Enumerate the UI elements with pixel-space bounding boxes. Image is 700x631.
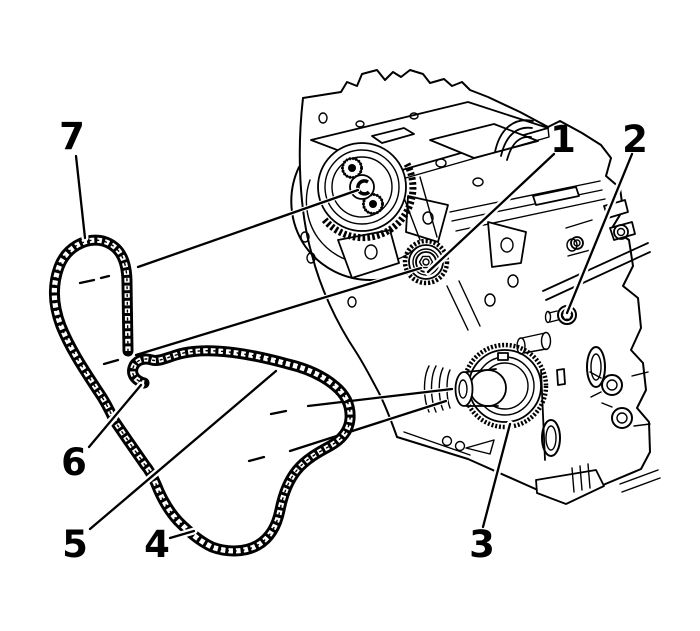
face-hole: [318, 112, 328, 124]
crankshaft-sprocket: [423, 342, 549, 430]
block-right-edge: [547, 120, 651, 486]
block-top-edge: [302, 69, 549, 128]
timing-chain: [48, 234, 356, 557]
stud: [516, 331, 552, 355]
cam-hub: [349, 174, 375, 200]
leader-line-6: [85, 381, 145, 451]
chain-pins: [53, 239, 351, 552]
callout-4-label: 4: [144, 523, 170, 566]
face-hole: [507, 274, 519, 288]
cam-sprocket-teeth: [321, 162, 417, 242]
camshaft-sprocket: [317, 142, 417, 242]
face-hole: [300, 231, 310, 243]
cam-phaser-bolt: [362, 193, 384, 215]
engine-block-art: [290, 69, 661, 505]
face-hole: [566, 238, 578, 252]
bottom-castings: [441, 435, 495, 455]
crank-keyway: [497, 352, 509, 361]
leader-line-5: [86, 367, 280, 533]
teardrop-window-inner: [545, 425, 557, 451]
face-hole: [306, 252, 316, 264]
bracket-hole: [613, 224, 629, 240]
mount-plate-hole: [364, 244, 378, 260]
deck-bolt-hole: [472, 177, 484, 187]
idler-bracket: [487, 221, 527, 268]
idler-bracket-hole: [500, 237, 514, 253]
bottom-inner-line: [403, 431, 471, 456]
bracket-hole: [570, 236, 584, 250]
deck-bolt-hole: [355, 120, 365, 128]
face-slot: [556, 368, 566, 386]
oval-window: [586, 346, 606, 388]
deck-cutout-large: [429, 123, 539, 159]
face-hole: [484, 293, 496, 307]
deck-bolt-hole: [409, 112, 419, 120]
callout-6-label: 6: [61, 441, 87, 484]
callout-labels: 7 1 2 6 5 4 3: [59, 115, 648, 566]
assembly-centerlines: [78, 187, 455, 463]
callout-5-label: 5: [62, 523, 88, 566]
centerline-idler: [102, 265, 424, 366]
crank-teeth: [461, 342, 549, 430]
crank-nose-cap: [454, 371, 474, 407]
leader-lines: [72, 150, 636, 542]
teardrop-window: [541, 419, 561, 457]
vertical-ridge: [540, 369, 546, 461]
callout-1-label: 1: [550, 118, 576, 161]
cam-phaser-bolt: [341, 157, 363, 179]
callout-2-label: 2: [622, 118, 648, 161]
cam-sprocket-ring2: [331, 156, 393, 218]
bracket-hole-inner: [616, 227, 626, 237]
oval-window-inner: [590, 353, 602, 381]
cam-sprocket-ring: [324, 149, 400, 225]
deck-bolt-hole: [435, 158, 447, 168]
idler-teeth: [402, 238, 450, 286]
block-foot: [535, 469, 605, 505]
centerline-camshaft: [78, 187, 361, 285]
centerline-crank-lower: [247, 398, 449, 463]
callout-3-label: 3: [469, 523, 495, 566]
crank-nose-cylinder: [465, 368, 499, 407]
mid-panel-slot: [532, 186, 580, 206]
leader-line-3: [479, 420, 514, 531]
wing-arcs: [494, 119, 534, 161]
crank-plate: [469, 369, 507, 407]
leader-line-4: [166, 527, 198, 542]
foot-slats: [571, 463, 591, 493]
face-hole: [347, 296, 357, 308]
chain-links: [51, 237, 353, 554]
leader-line-1: [424, 150, 558, 276]
mount-plate-2-hole: [422, 211, 434, 225]
centerline-crank-upper: [269, 386, 455, 416]
callout-7-label: 7: [59, 115, 85, 158]
leader-line-7: [72, 152, 89, 242]
crank-nose-bore: [458, 379, 468, 399]
deck-cutout-small: [371, 127, 415, 144]
right-bosses: [589, 371, 651, 429]
leader-line-2: [563, 150, 636, 317]
idler-bolt-center: [422, 258, 430, 266]
diagonal-rails: [542, 242, 651, 301]
right-ledge-slats: [619, 469, 661, 493]
